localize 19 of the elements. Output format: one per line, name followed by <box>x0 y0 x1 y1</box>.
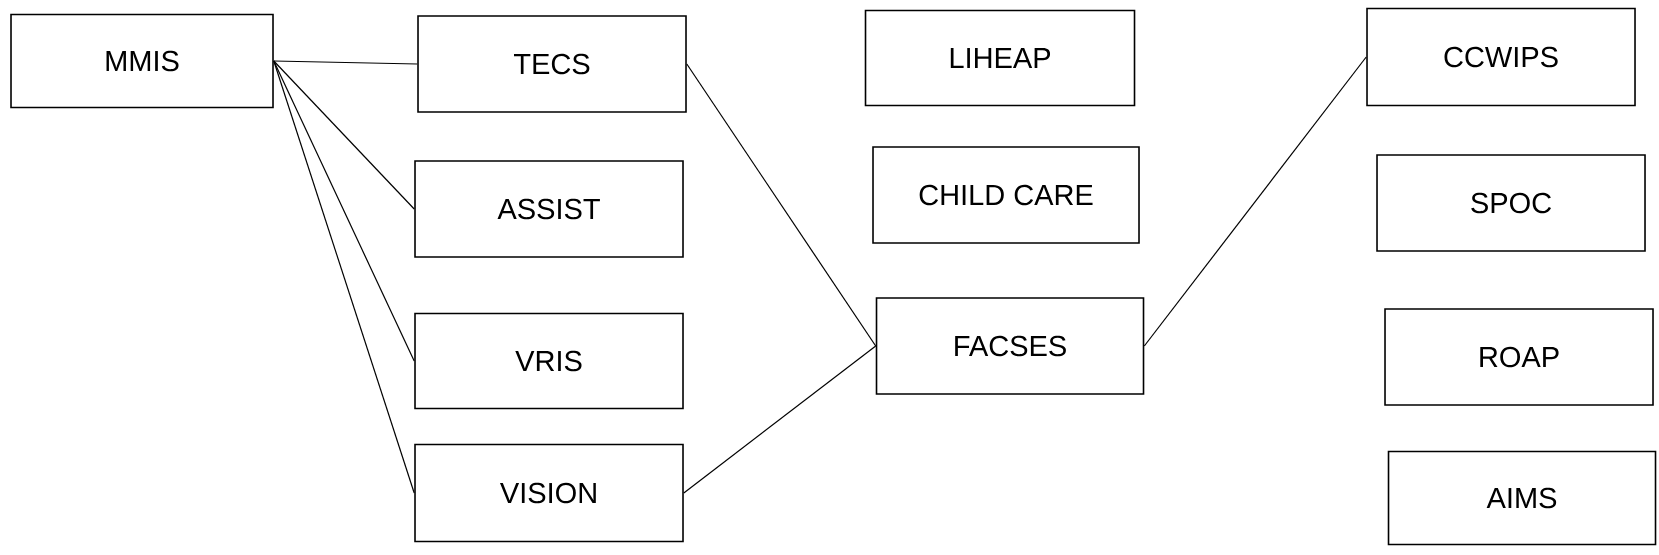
connector-line <box>273 60 418 65</box>
system-box: AIMS <box>1387 450 1657 546</box>
system-box: TECS <box>417 15 687 113</box>
system-box: FACSES <box>875 297 1145 395</box>
system-box: SPOC <box>1376 154 1646 252</box>
system-box: ASSIST <box>414 160 684 258</box>
connector-line <box>273 60 415 494</box>
connector-line <box>273 60 415 210</box>
system-box: MMIS <box>10 13 274 109</box>
system-box: LIHEAP <box>864 9 1136 107</box>
connector-line <box>683 345 877 494</box>
system-box: VRIS <box>414 312 684 410</box>
system-box: ROAP <box>1384 308 1654 406</box>
system-box: CHILD CARE <box>872 146 1140 244</box>
connector-line <box>273 60 415 362</box>
connector-line <box>1143 56 1367 347</box>
system-box: VISION <box>414 443 684 543</box>
connector-line <box>686 63 877 347</box>
system-box: CCWIPS <box>1366 7 1636 107</box>
